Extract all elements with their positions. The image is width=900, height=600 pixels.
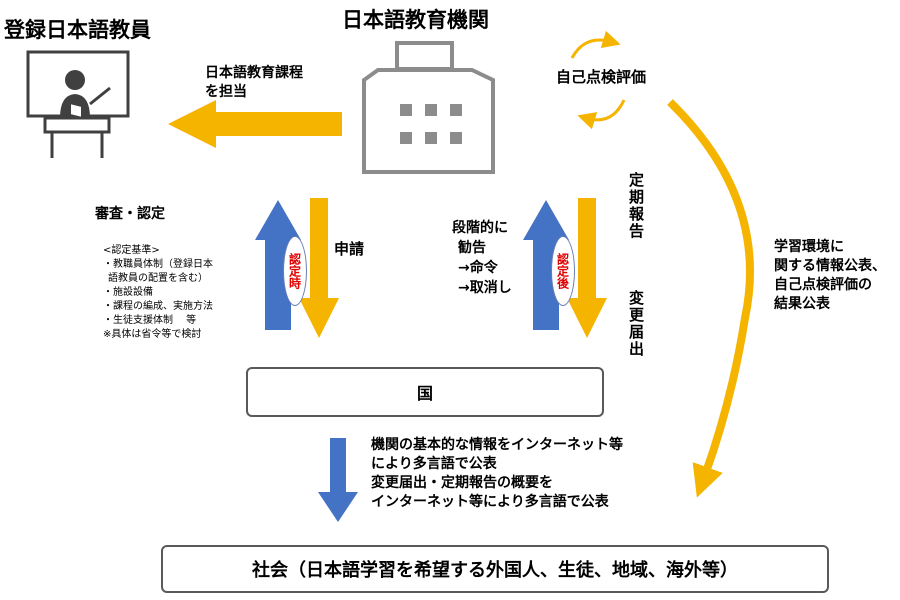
institution-title: 日本語教育機関	[342, 8, 489, 32]
publish-env-line: 自己点検評価の	[774, 277, 872, 293]
review-criteria: <認定基準> ・教職員体制（登録日本 語教員の配置を含む） ・施設設備 ・課程の…	[103, 244, 213, 342]
country-label: 国	[416, 384, 433, 403]
teacher-icon	[26, 50, 130, 158]
publish-info-line: インターネット等により多言語で公表	[371, 494, 609, 510]
publish-env-line: 結果公表	[774, 296, 830, 312]
teachers-title: 登録日本語教員	[4, 18, 151, 42]
criteria-line: ・生徒支援体制 等	[103, 315, 197, 326]
right-yellow-down-arrow	[567, 198, 607, 338]
course-line: 日本語教育課程	[205, 65, 303, 81]
course-label: 日本語教育課程 を担当	[205, 64, 303, 102]
society-label: 社会（日本語学習を希望する外国人、生徒、地域、海外等）	[252, 560, 738, 581]
recommend-line: →取消し	[458, 280, 512, 296]
cycle-arrows-icon	[570, 30, 626, 130]
country-box: 国	[246, 367, 604, 417]
badge-text: 認定時	[287, 253, 302, 289]
badge-at-certification: 認定時	[283, 236, 307, 306]
recommend-line: 勧告	[458, 240, 486, 256]
criteria-line: ・課程の編成、実施方法	[103, 301, 213, 312]
publish-info-label: 機関の基本的な情報をインターネット等 により多言語で公表 変更届出・定期報告の概…	[371, 436, 623, 512]
publish-info-line: 機関の基本的な情報をインターネット等	[371, 437, 623, 453]
publish-env-line: 関する情報公表、	[774, 258, 886, 274]
periodic-report-label: 定期報告	[627, 172, 645, 240]
apply-label: 申請	[334, 240, 365, 258]
publish-env-label: 学習環境に 関する情報公表、 自己点検評価の 結果公表	[774, 238, 886, 314]
publish-info-line: 変更届出・定期報告の概要を	[371, 475, 553, 491]
criteria-line: ※具体は省令等で検討	[103, 329, 202, 340]
country-down-arrow	[318, 438, 358, 522]
course-arrow	[168, 100, 342, 148]
society-box: 社会（日本語学習を希望する外国人、生徒、地域、海外等）	[161, 545, 829, 593]
criteria-line: 語教員の配置を含む）	[108, 273, 208, 284]
criteria-line: <認定基準>	[103, 245, 160, 256]
publish-info-line: により多言語で公表	[371, 456, 497, 472]
review-title: 審査・認定	[95, 206, 165, 222]
badge-text: 認定後	[555, 253, 570, 289]
publish-env-line: 学習環境に	[774, 239, 844, 255]
left-yellow-down-arrow	[299, 198, 339, 338]
course-line: を担当	[205, 84, 247, 100]
recommend-line: 段階的に	[452, 220, 508, 236]
self-eval-label: 自己点検評価	[556, 68, 647, 86]
criteria-line: ・施設設備	[103, 287, 153, 298]
change-notice-label: 変更届出	[627, 290, 645, 358]
recommend-line: →命令	[458, 260, 498, 276]
criteria-line: ・教職員体制（登録日本	[103, 259, 213, 270]
badge-after-certification: 認定後	[551, 236, 575, 306]
publish-curve-arrow	[667, 99, 754, 498]
recommend-label: 段階的に 勧告 →命令 →取消し	[452, 218, 512, 298]
building-icon	[362, 41, 495, 174]
